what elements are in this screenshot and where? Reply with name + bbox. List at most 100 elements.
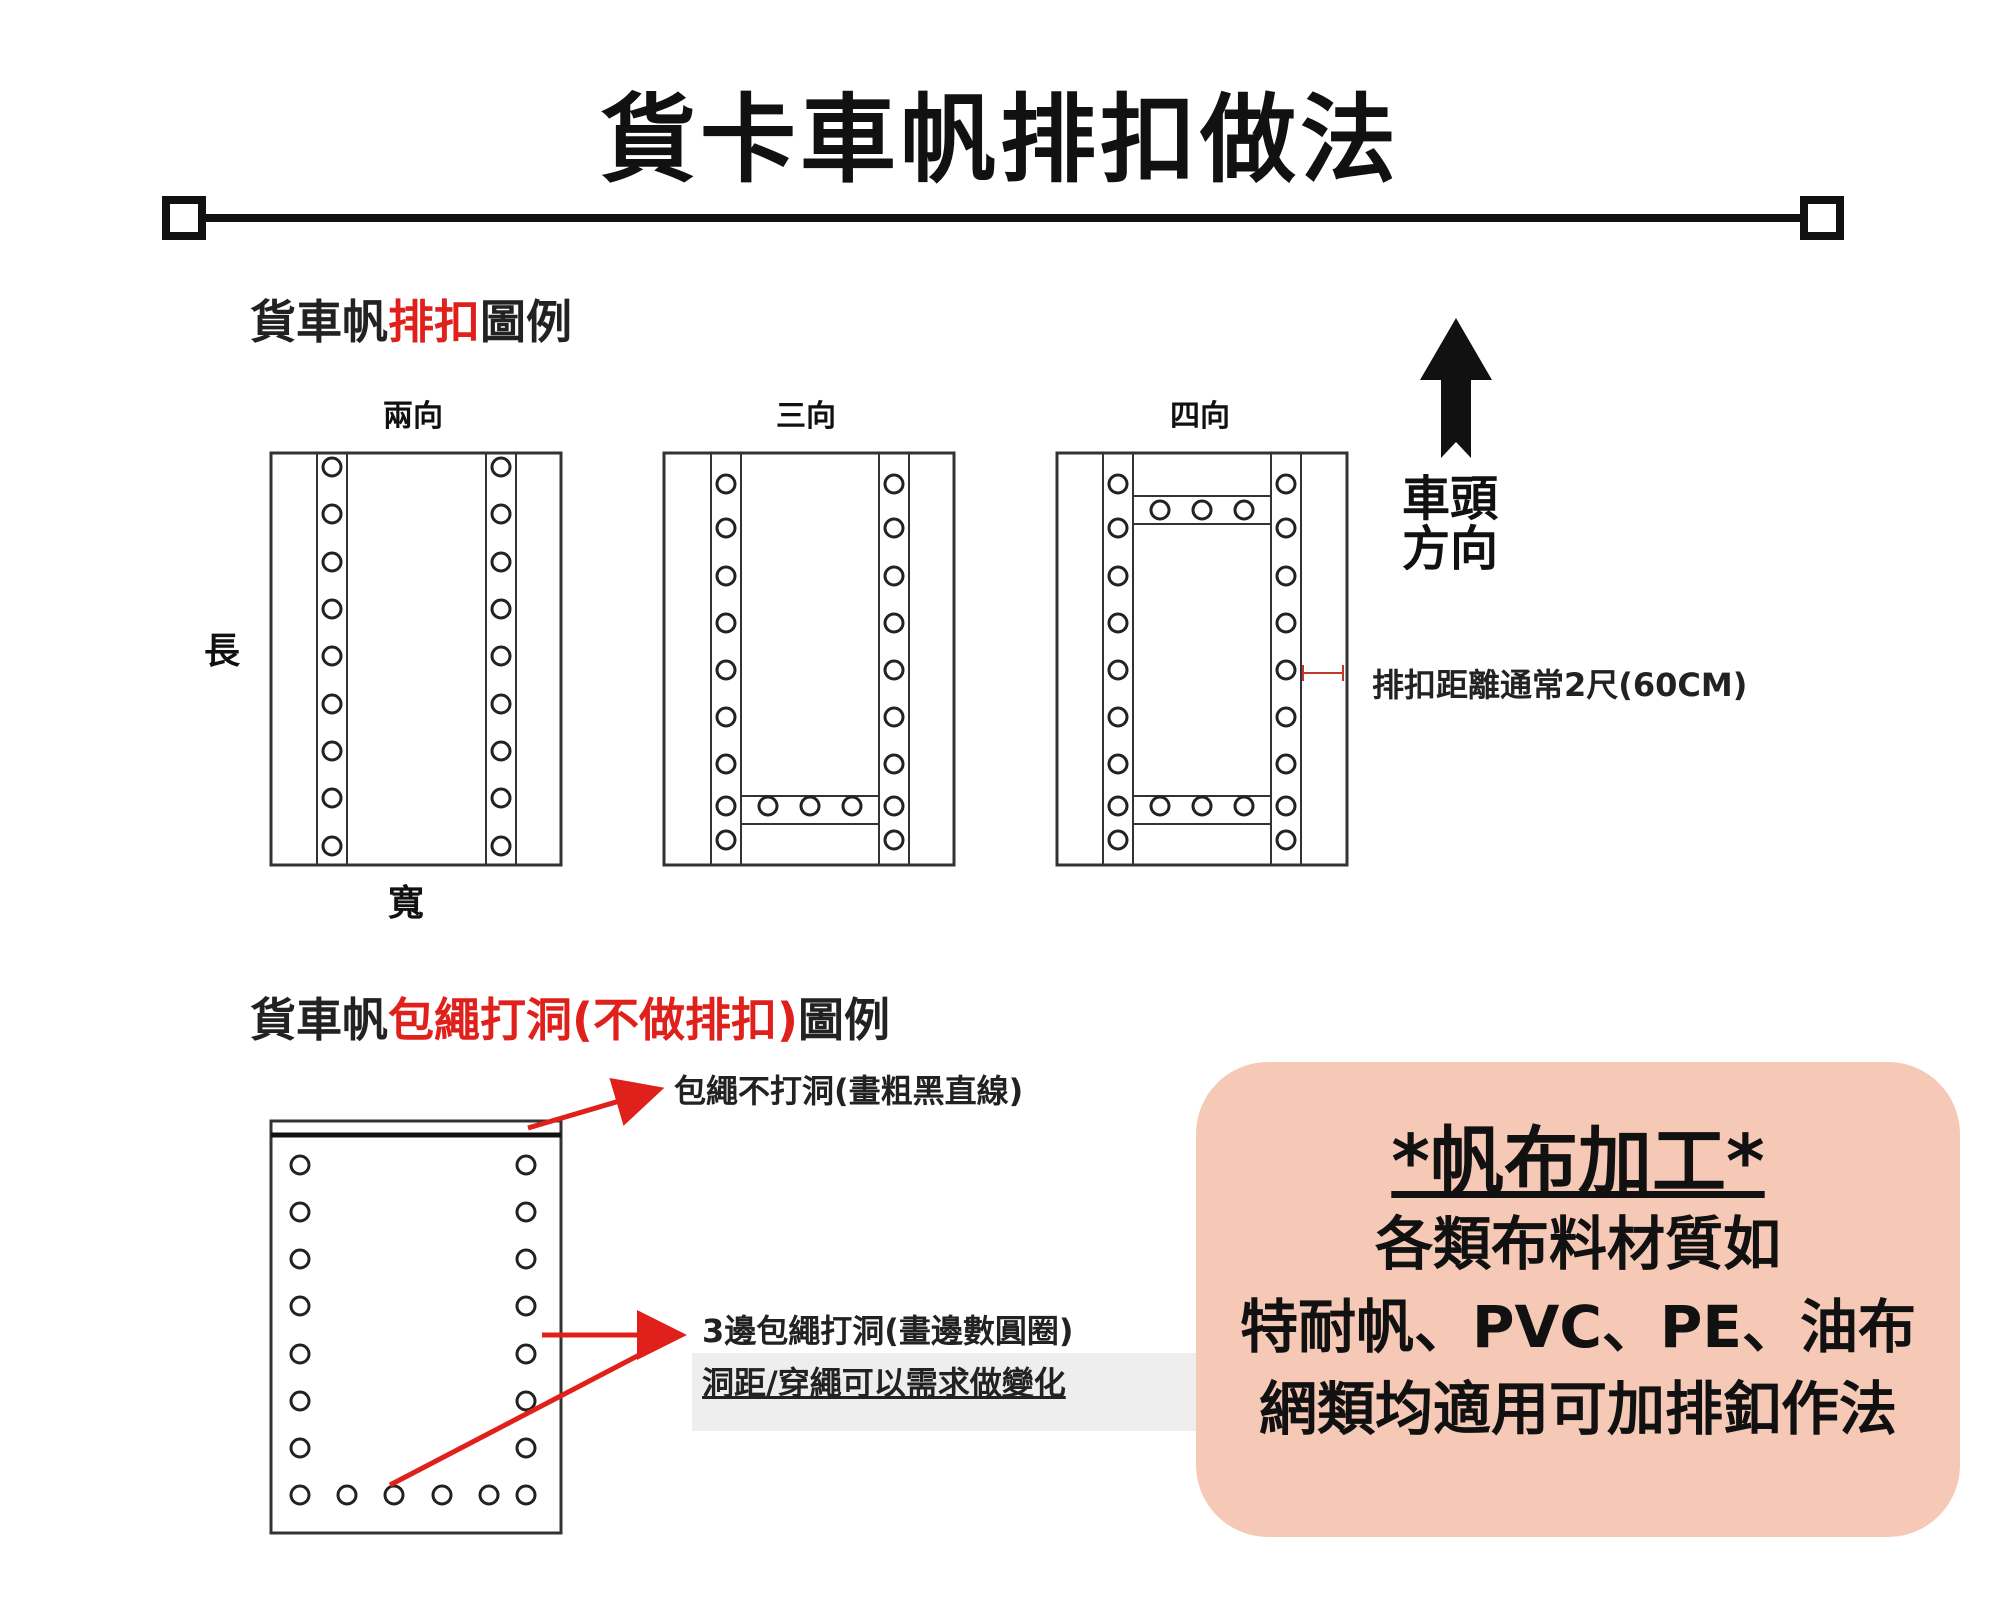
grommet-icon bbox=[478, 1484, 500, 1506]
grommet-icon bbox=[490, 645, 512, 667]
section1-title: 貨車帆排扣圖例 bbox=[250, 286, 572, 352]
grommet-icon bbox=[715, 612, 737, 634]
grommet-icon bbox=[490, 787, 512, 809]
arrow-up-icon bbox=[1420, 318, 1492, 458]
grommet-icon bbox=[289, 1248, 311, 1270]
title-divider bbox=[162, 196, 1844, 240]
grommet-icon bbox=[321, 693, 343, 715]
grommet-icon bbox=[715, 659, 737, 681]
grommet-icon bbox=[321, 456, 343, 478]
grommet-icon bbox=[321, 740, 343, 762]
grommet-icon bbox=[515, 1154, 537, 1176]
grommet-icon bbox=[1275, 659, 1297, 681]
grommet-icon bbox=[1107, 795, 1129, 817]
info-box-line-3: 網類均適用可加排釦作法 bbox=[1258, 1375, 1897, 1444]
grommet-icon bbox=[515, 1484, 537, 1506]
grommet-icon bbox=[1107, 753, 1129, 775]
grommet-icon bbox=[336, 1484, 358, 1506]
note-variation: 洞距/穿繩可以需求做變化 bbox=[702, 1364, 1066, 1402]
section2-title: 貨車帆包繩打洞(不做排扣)圖例 bbox=[250, 984, 890, 1050]
grommet-icon bbox=[321, 503, 343, 525]
arrow-from-bottom-grommet bbox=[388, 1337, 670, 1488]
grommet-icon bbox=[883, 565, 905, 587]
grommet-icon bbox=[515, 1437, 537, 1459]
grommet-icon bbox=[490, 456, 512, 478]
grommet-icon bbox=[1107, 706, 1129, 728]
grommet-icon bbox=[515, 1343, 537, 1365]
grommet-icon bbox=[1233, 795, 1255, 817]
grommet-icon bbox=[515, 1201, 537, 1223]
note-top-edge: 包繩不打洞(畫粗黑直線) bbox=[674, 1072, 1024, 1110]
page-title: 貨卡車帆排扣做法 bbox=[600, 84, 1400, 196]
divider-left-endpoint bbox=[162, 196, 206, 240]
grommet-icon bbox=[883, 795, 905, 817]
panel-two-way bbox=[269, 451, 563, 867]
grommet-icon bbox=[1149, 499, 1171, 521]
grommet-icon bbox=[321, 787, 343, 809]
section2-title-suffix: 圖例 bbox=[798, 993, 891, 1047]
grommet-icon bbox=[1275, 795, 1297, 817]
grommet-icon bbox=[1275, 829, 1297, 851]
divider-right-endpoint bbox=[1800, 196, 1844, 240]
panel-two-way-outline bbox=[269, 451, 563, 867]
grommet-icon bbox=[515, 1295, 537, 1317]
panel-three-way-grommets bbox=[715, 473, 905, 851]
info-box-line-2: 特耐帆、PVC、PE、油布 bbox=[1239, 1292, 1917, 1361]
grommet-icon bbox=[383, 1484, 405, 1506]
grommet-icon bbox=[289, 1201, 311, 1223]
grommet-icon bbox=[490, 598, 512, 620]
grommet-icon bbox=[490, 551, 512, 573]
grommet-icon bbox=[883, 659, 905, 681]
grommet-icon bbox=[757, 795, 779, 817]
grommet-icon bbox=[715, 706, 737, 728]
direction-label: 車頭方向 bbox=[1390, 474, 1510, 575]
grommet-icon bbox=[321, 551, 343, 573]
grommet-icon bbox=[490, 693, 512, 715]
grommet-icon bbox=[289, 1437, 311, 1459]
grommet-icon bbox=[715, 753, 737, 775]
grommet-icon bbox=[883, 517, 905, 539]
info-box-heading: *帆布加工* bbox=[1391, 1119, 1765, 1205]
info-box-line-1: 各類布料材質如 bbox=[1374, 1210, 1781, 1279]
grommet-icon bbox=[715, 517, 737, 539]
grommet-icon bbox=[1107, 612, 1129, 634]
grommet-icon bbox=[1191, 795, 1213, 817]
section1-title-highlight: 排扣 bbox=[388, 295, 480, 349]
grommet-icon bbox=[321, 835, 343, 857]
section2-title-prefix: 貨車帆 bbox=[250, 993, 388, 1047]
width-label: 寬 bbox=[388, 883, 425, 924]
grommet-icon bbox=[1107, 565, 1129, 587]
arrow-to-top-note bbox=[527, 1077, 665, 1131]
grommet-icon bbox=[1107, 517, 1129, 539]
grommet-icon bbox=[1107, 829, 1129, 851]
grommet-icon bbox=[1233, 499, 1255, 521]
grommet-icon bbox=[1149, 795, 1171, 817]
length-label: 長 bbox=[204, 631, 241, 672]
grommet-icon bbox=[1275, 565, 1297, 587]
grommet-icon bbox=[1275, 753, 1297, 775]
grommet-icon bbox=[289, 1484, 311, 1506]
grommet-icon bbox=[1275, 473, 1297, 495]
grommet-icon bbox=[490, 503, 512, 525]
grommet-icon bbox=[431, 1484, 453, 1506]
grommet-icon bbox=[883, 706, 905, 728]
section2-title-highlight: 包繩打洞(不做排扣) bbox=[388, 993, 799, 1047]
section1-title-prefix: 貨車帆 bbox=[250, 295, 388, 349]
grommet-icon bbox=[515, 1248, 537, 1270]
panel-label-four-way: 四向 bbox=[1170, 399, 1230, 434]
panel-roped-outline bbox=[269, 1119, 563, 1535]
note-background bbox=[692, 1353, 1198, 1431]
direction-label-line-2: 方向 bbox=[1401, 521, 1498, 578]
grommet-icon bbox=[799, 795, 821, 817]
grommet-icon bbox=[289, 1295, 311, 1317]
grommet-icon bbox=[841, 795, 863, 817]
grommet-icon bbox=[321, 598, 343, 620]
panel-label-three-way: 三向 bbox=[776, 399, 836, 434]
section1-title-suffix: 圖例 bbox=[480, 295, 572, 349]
spacing-note: 排扣距離通常2尺(60CM) bbox=[1372, 666, 1748, 704]
info-box: *帆布加工* 各類布料材質如 特耐帆、PVC、PE、油布 網類均適用可加排釦作法 bbox=[1196, 1062, 1960, 1537]
panel-four-way bbox=[1055, 451, 1349, 867]
grommet-icon bbox=[715, 795, 737, 817]
panel-roped bbox=[269, 1119, 563, 1535]
